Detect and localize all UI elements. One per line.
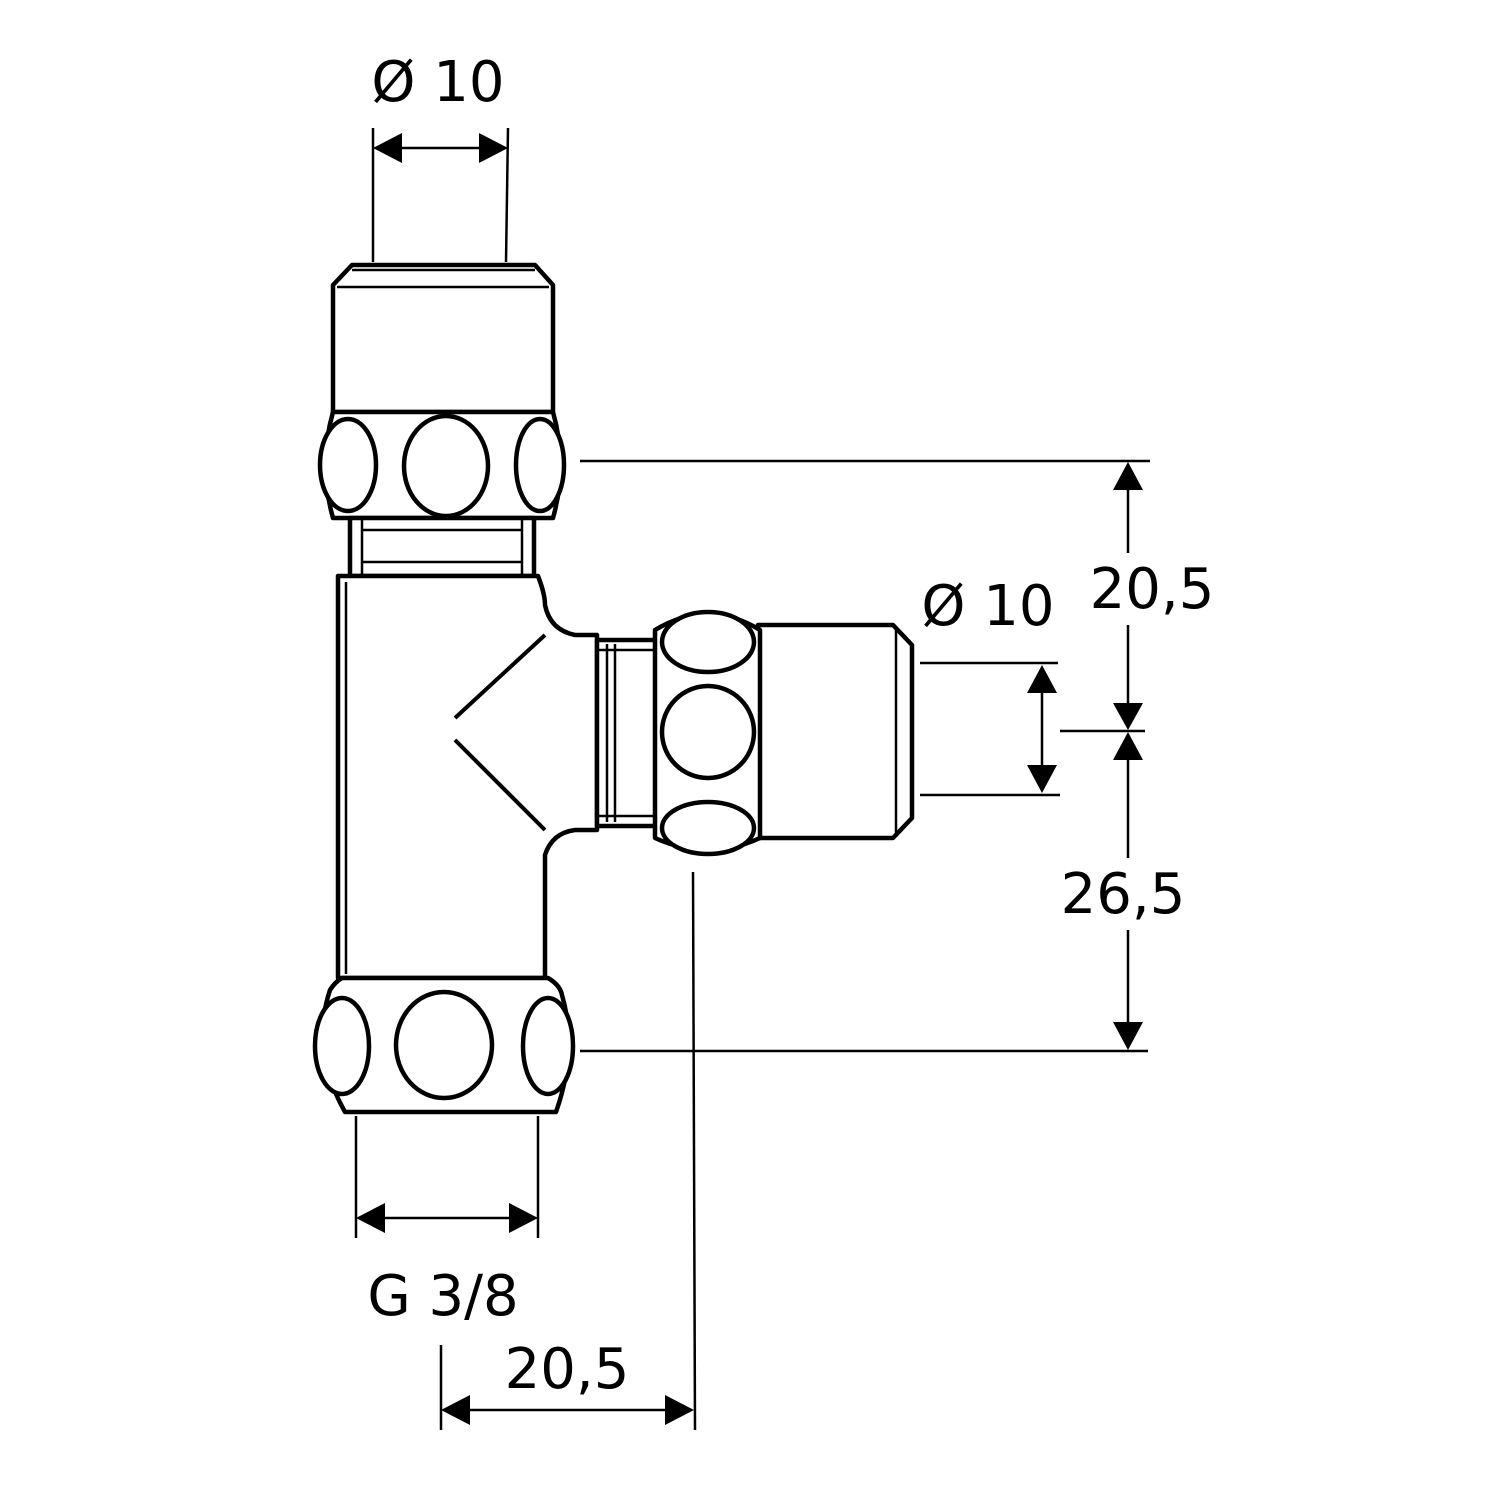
arrow-right-icon bbox=[665, 1395, 694, 1425]
lower-height-label: 26,5 bbox=[1061, 862, 1186, 927]
side-pipe-stub bbox=[755, 622, 915, 841]
bottom-offset-label: 20,5 bbox=[505, 1337, 630, 1402]
side-diameter-label: Ø 10 bbox=[921, 574, 1054, 639]
upper-height-label: 20,5 bbox=[1090, 557, 1215, 622]
side-compression-nut bbox=[652, 609, 763, 857]
arrow-up-icon bbox=[1113, 462, 1143, 490]
arrow-up-icon bbox=[1113, 732, 1143, 760]
arrow-down-icon bbox=[1113, 1022, 1143, 1050]
arrow-left-icon bbox=[373, 133, 402, 163]
top-diameter-dimension: Ø 10 bbox=[371, 50, 510, 263]
arrow-down-icon bbox=[1027, 765, 1057, 793]
arrow-right-icon bbox=[479, 133, 508, 163]
arrow-down-icon bbox=[1113, 703, 1143, 730]
vertical-height-dimensions: 20,5 26,5 bbox=[580, 459, 1215, 1053]
bottom-thread-label: G 3/8 bbox=[367, 1264, 518, 1329]
arrow-left-icon bbox=[441, 1395, 470, 1425]
top-compression-nut bbox=[317, 409, 567, 521]
bottom-thread-dimension: G 3/8 bbox=[354, 1116, 540, 1329]
tee-body bbox=[335, 573, 600, 981]
bottom-compression-nut bbox=[312, 975, 576, 1115]
top-diameter-label: Ø 10 bbox=[371, 50, 504, 115]
side-neck bbox=[594, 637, 660, 829]
side-diameter-dimension: Ø 10 bbox=[920, 574, 1060, 797]
arrow-left-icon bbox=[356, 1203, 385, 1233]
arrow-up-icon bbox=[1027, 665, 1057, 693]
top-neck bbox=[347, 515, 537, 579]
arrow-right-icon bbox=[509, 1203, 538, 1233]
bottom-offset-dimension: 20,5 bbox=[439, 871, 697, 1431]
top-pipe-stub bbox=[330, 262, 556, 415]
